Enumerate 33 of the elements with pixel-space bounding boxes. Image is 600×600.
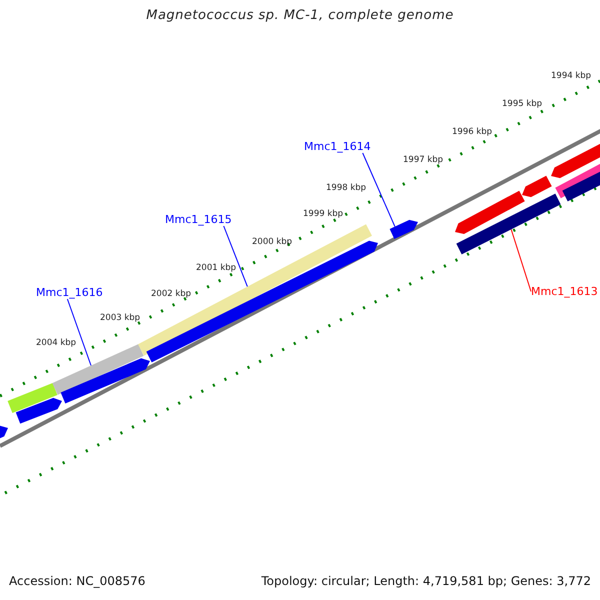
leader-line: [362, 152, 396, 228]
gene-pentagon: [522, 176, 552, 198]
tick-label: 2001 kbp: [196, 263, 236, 273]
tick-label: 1996 kbp: [452, 127, 492, 137]
chart-title: Magnetococcus sp. MC-1, complete genome: [145, 8, 455, 23]
tick-label: 1995 kbp: [502, 99, 542, 109]
gene-pentagon: [455, 190, 525, 234]
gene-pentagon: [551, 142, 600, 178]
gene-pentagon: [16, 398, 62, 424]
gene-label: Mmc1_1614: [304, 140, 371, 153]
tick-label: 2000 kbp: [252, 237, 292, 247]
gene-label: Mmc1_1615: [165, 213, 232, 226]
gene-bar: [138, 224, 372, 356]
gene-bar: [562, 170, 600, 202]
tick-label: 2002 kbp: [151, 289, 192, 299]
genome-summary: Topology: circular; Length: 4,719,581 bp; Genes: 3,772: [261, 574, 591, 588]
tick-label: 1997 kbp: [403, 155, 444, 165]
gene-pentagon: [60, 358, 150, 404]
tick-label: 1998 kbp: [326, 183, 366, 193]
leader-line: [223, 226, 248, 288]
gene-pentagon: [390, 220, 418, 239]
gene-bar: [456, 194, 561, 254]
leader-line: [66, 298, 92, 366]
gene-pentagon: [0, 426, 8, 440]
gene-label: Mmc1_1616: [36, 286, 103, 299]
tick-label: 1994 kbp: [551, 71, 592, 81]
tick-label: 2003 kbp: [100, 313, 140, 323]
accession-text: Accession: NC_008576: [9, 574, 146, 588]
gene-label: Mmc1_1613: [531, 285, 598, 298]
tick-label: 2004 kbp: [36, 338, 76, 348]
leader-line: [510, 228, 532, 292]
gene-bar: [8, 383, 58, 413]
tick-label: 1999 kbp: [303, 209, 344, 219]
